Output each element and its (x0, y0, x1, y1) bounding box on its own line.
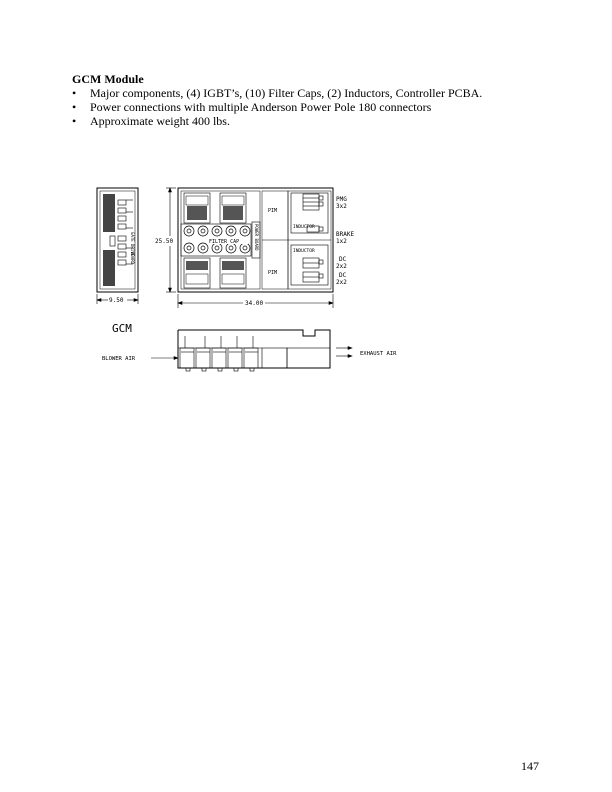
brake-label: BRAKE (336, 231, 354, 238)
bullet-glyph: • (72, 100, 77, 114)
module-label: GCM (112, 322, 132, 335)
bullet-glyph: • (72, 86, 77, 100)
inductor-bottom-label: INDUCTOR (293, 248, 315, 254)
inductor-top-label: INDUCTOR (293, 224, 315, 230)
dim-height-label: 25.50 (155, 238, 173, 245)
pmg-size-label: 3x2 (336, 203, 347, 210)
dc2-size-label: 2x2 (336, 279, 347, 286)
blower-air-arrow (151, 356, 179, 360)
length-dimension (177, 294, 334, 308)
pim-bottom-label: PIM (268, 270, 277, 276)
dim-width-label: 9.50 (109, 297, 124, 304)
bullet-list: • Major components, (4) IGBT’s, (10) Filt… (72, 86, 482, 128)
bullet-item: • Power connections with multiple Anderso… (72, 100, 482, 114)
width-dimension (96, 294, 139, 304)
power-board-label: POWER BOARD (254, 224, 259, 251)
blower-air-label: BLOWER AIR (102, 356, 136, 362)
bullet-text: Major components, (4) IGBT’s, (10) Filte… (90, 86, 483, 100)
exhaust-air-label: EXHAUST AIR (360, 351, 397, 357)
bullet-text: Approximate weight 400 lbs. (90, 114, 230, 128)
bullet-text: Power connections with multiple Anderson… (90, 100, 432, 114)
dc1-size-label: 2x2 (336, 263, 347, 270)
exhaust-air-arrows (336, 346, 353, 358)
side-view: GATE DRIVE BOARD (96, 187, 139, 293)
filter-cap-label: FILTER CAP (209, 239, 239, 245)
top-view (177, 187, 334, 293)
brake-size-label: 1x2 (336, 238, 347, 245)
height-dimension (166, 187, 176, 293)
bullet-item: • Approximate weight 400 lbs. (72, 114, 482, 128)
bullet-item: • Major components, (4) IGBT’s, (10) Filt… (72, 86, 482, 100)
section-heading: GCM Module (72, 72, 144, 86)
dc2-label: DC (339, 272, 347, 279)
pim-top-label: PIM (268, 208, 277, 214)
bullet-glyph: • (72, 114, 77, 128)
front-view (177, 329, 331, 372)
dc1-label: DC (339, 256, 347, 263)
dim-length-label: 34.00 (245, 300, 263, 307)
gcm-module-drawing: GATE DRIVE BOARD 9.50 25.50 (96, 187, 397, 372)
side-board-label: GATE DRIVE (130, 232, 135, 257)
pmg-label: PMG (336, 196, 347, 203)
page-number: 147 (521, 759, 539, 773)
side-board-label-2: BOARD (130, 252, 135, 265)
